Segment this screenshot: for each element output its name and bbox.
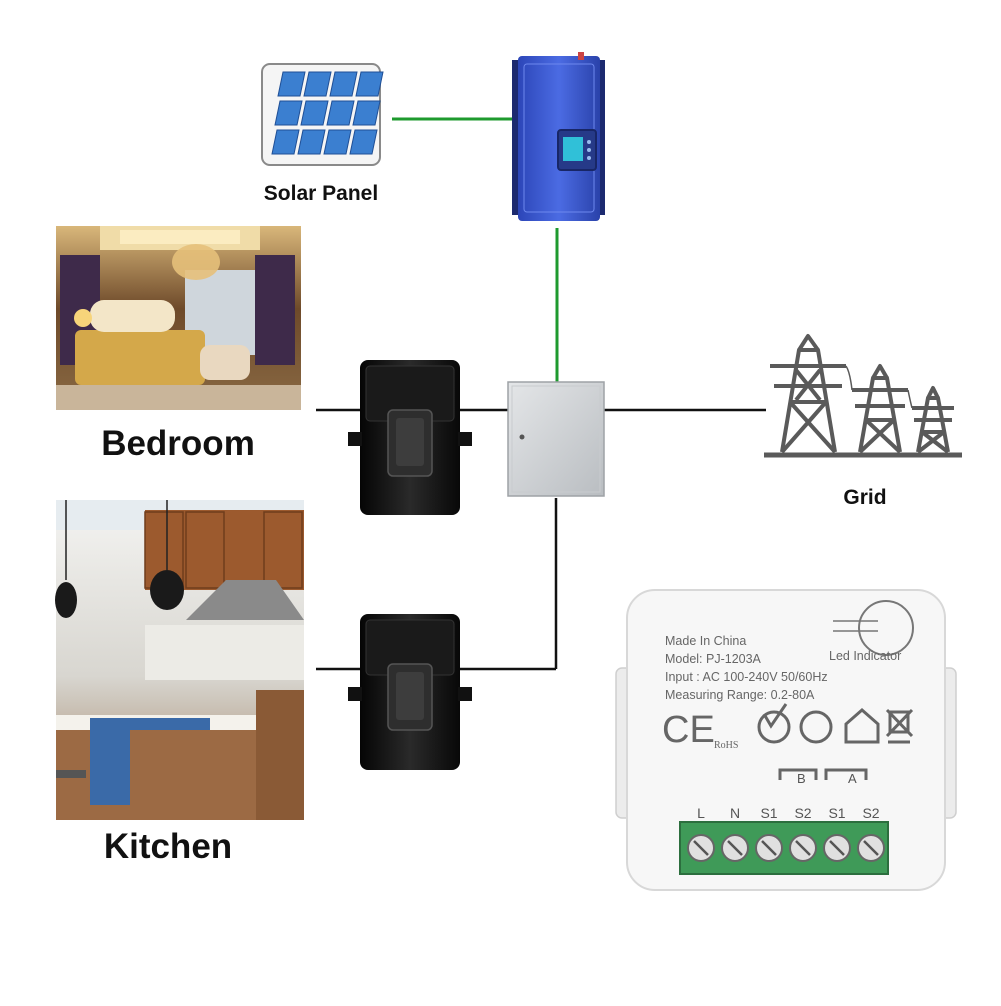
solar-panel-icon (261, 63, 384, 166)
terminal-screw-slot (795, 840, 811, 856)
terminal-screw-slot (829, 840, 845, 856)
terminal-screw-slot (761, 840, 777, 856)
terminal-group-b: B (797, 771, 806, 786)
terminal-label: S2 (794, 805, 811, 821)
terminal-screw-slot (727, 840, 743, 856)
terminal-label: S2 (862, 805, 879, 821)
solar-cell (297, 129, 326, 155)
solar-cell (303, 71, 332, 97)
ce-mark: CE (662, 709, 715, 751)
grid-label: Grid (843, 486, 886, 509)
solar-cell (326, 100, 355, 126)
device-model: Model: PJ-1203A (665, 652, 762, 666)
bedroom-image (56, 226, 301, 410)
solar-cell (323, 129, 352, 155)
inverter-device (512, 52, 605, 221)
solar-cell (349, 129, 378, 155)
terminal-label: S1 (760, 805, 777, 821)
kitchen-image (55, 500, 304, 820)
led-indicator-label: Led Indicator (829, 649, 901, 663)
terminal-label: N (730, 805, 740, 821)
energy-meter-device (615, 589, 957, 891)
device-input: Input : AC 100-240V 50/60Hz (665, 670, 828, 684)
solar-cell (300, 100, 329, 126)
solar-cell (271, 129, 300, 155)
terminal-screw-slot (693, 840, 709, 856)
distribution-box (507, 381, 605, 497)
device-made-in: Made In China (665, 634, 746, 648)
terminal-screw-slot (863, 840, 879, 856)
solar-cell (355, 71, 384, 97)
solar-panel-label: Solar Panel (264, 182, 378, 205)
solar-cell (274, 100, 303, 126)
solar-cell (329, 71, 358, 97)
terminal-label: S1 (828, 805, 845, 821)
current-clamp-kitchen (348, 614, 472, 770)
solar-cell (277, 71, 306, 97)
solar-cell (352, 100, 381, 126)
current-clamp-bedroom (348, 360, 472, 515)
grid-towers-icon (764, 334, 962, 458)
terminal-label: L (697, 805, 705, 821)
device-range: Measuring Range: 0.2-80A (665, 688, 815, 702)
bedroom-label: Bedroom (101, 424, 255, 463)
terminal-group-a: A (848, 771, 857, 786)
rohs-mark: RoHS (714, 740, 738, 751)
kitchen-label: Kitchen (104, 827, 232, 866)
